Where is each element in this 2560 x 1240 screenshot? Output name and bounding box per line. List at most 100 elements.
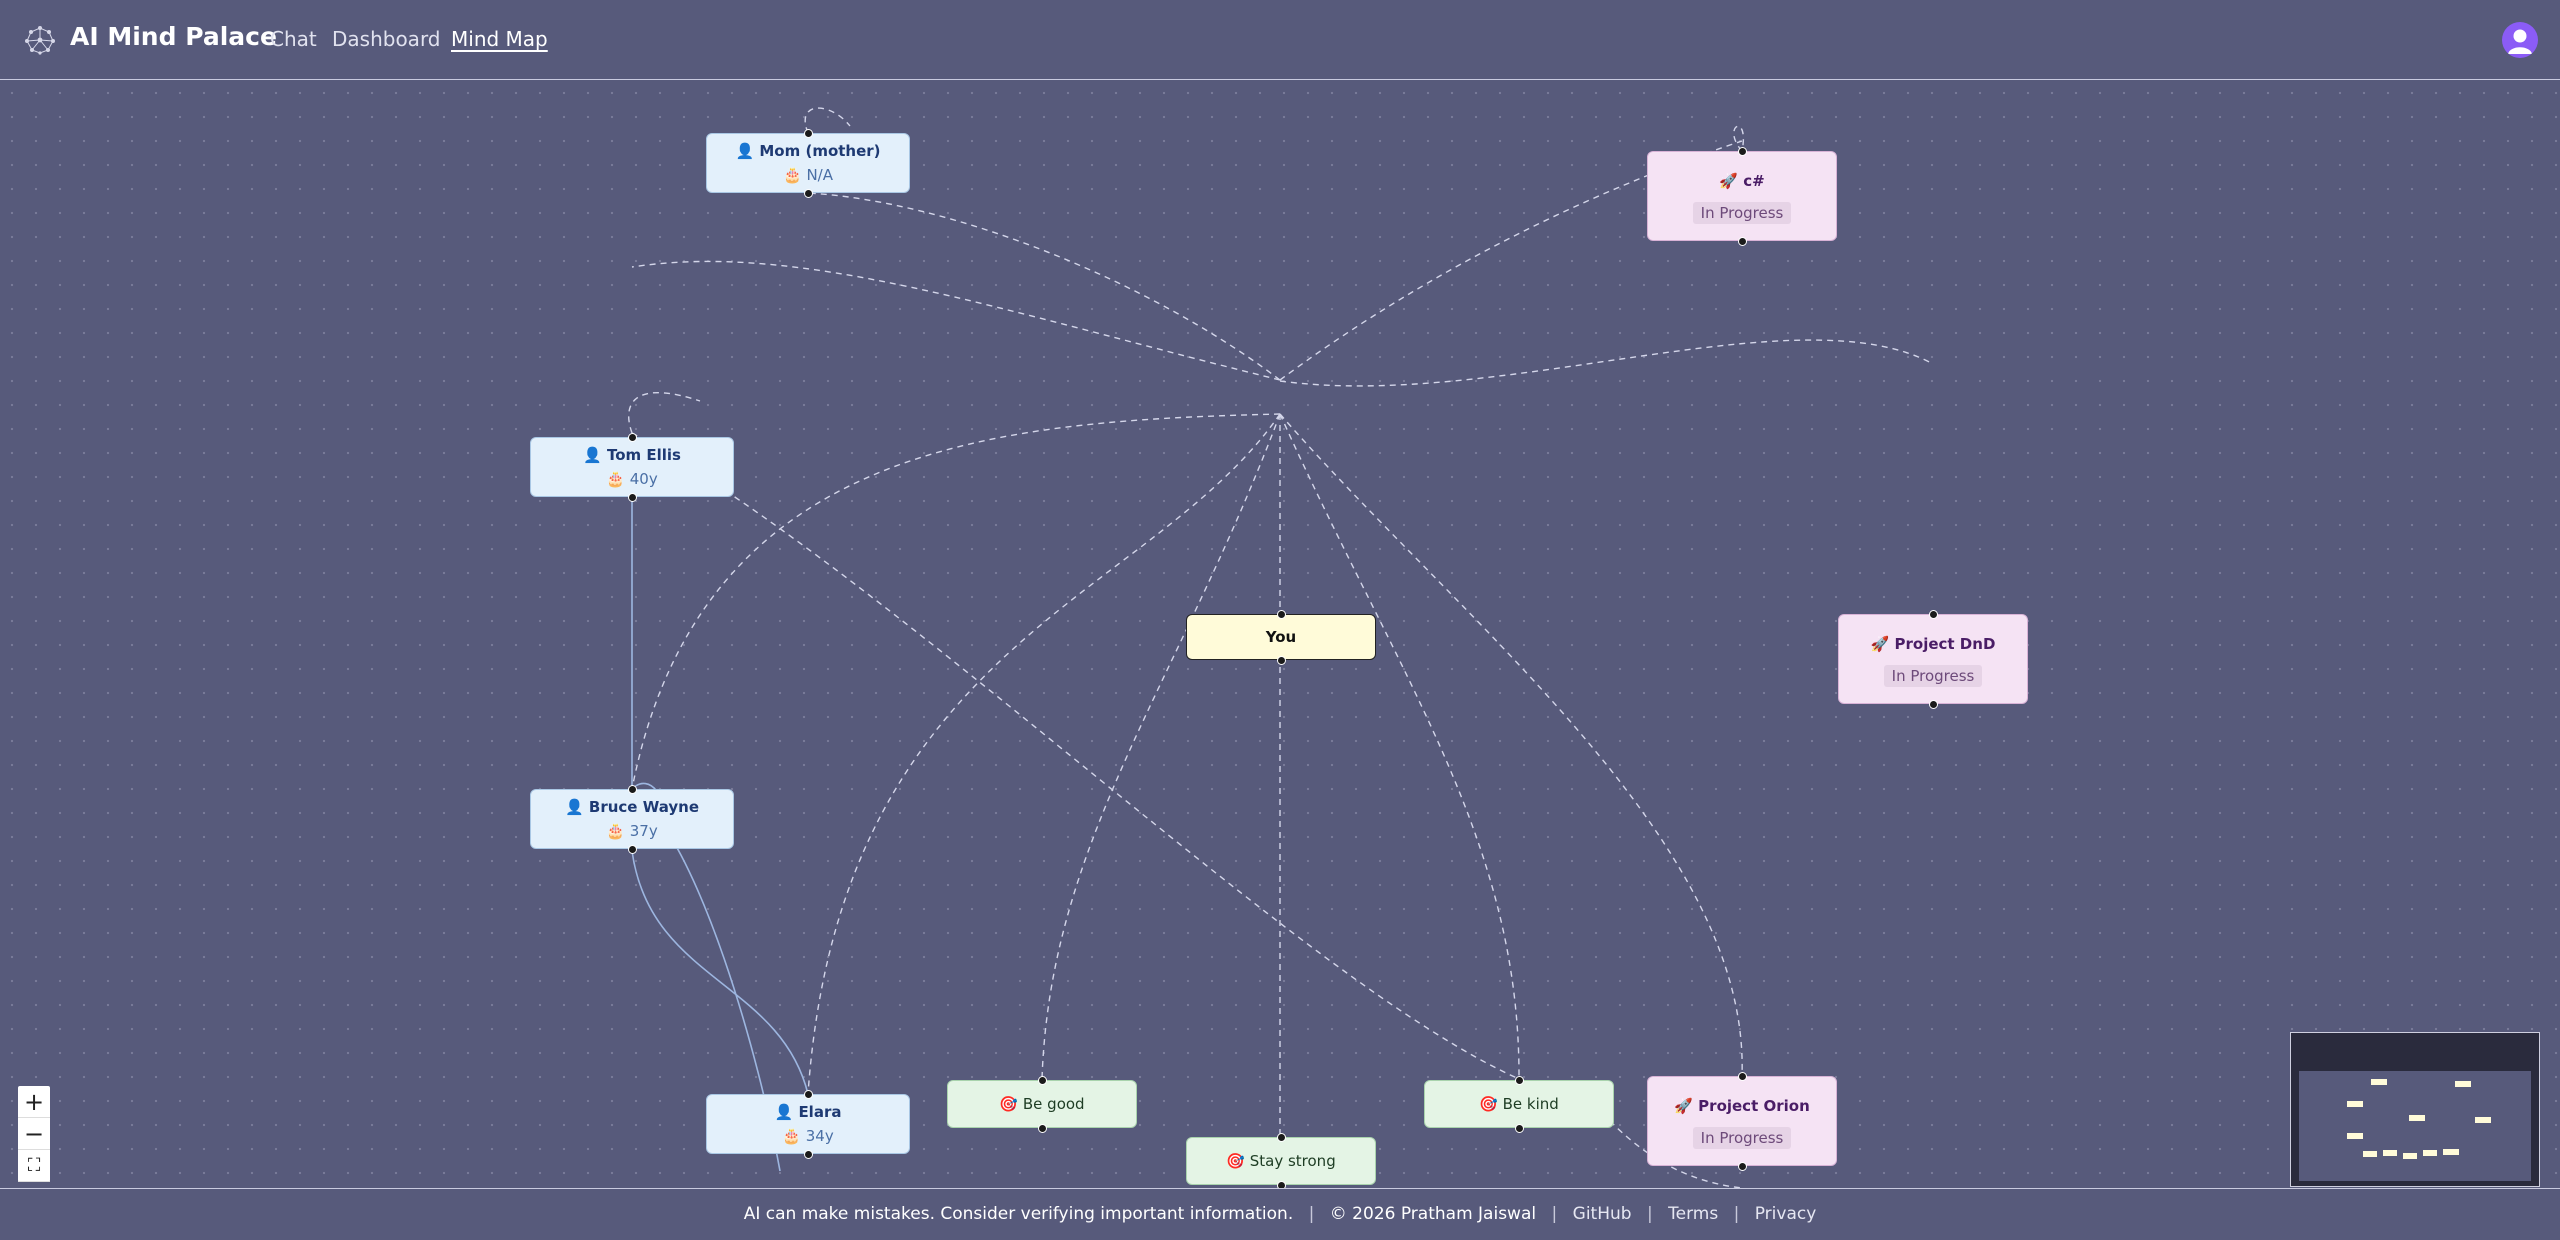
node-age: 34y [805,1127,834,1145]
node-handle[interactable] [1738,147,1747,156]
node-title: Be good [1022,1095,1085,1113]
zoom-in-button[interactable]: + [18,1086,50,1118]
footer-separator: | [1646,1204,1653,1224]
node-handle[interactable] [1738,1072,1747,1081]
node-handle[interactable] [1038,1124,1047,1133]
node-handle[interactable] [1929,700,1938,709]
minimap-node [2403,1153,2417,1159]
app-title[interactable]: AI Mind Palace [70,22,277,51]
node-title: Stay strong [1249,1152,1336,1170]
minimap-viewport [2299,1071,2531,1181]
node-title: Tom Ellis [606,446,681,464]
node-age: 40y [629,470,658,488]
node-handle[interactable] [804,129,813,138]
rocket-icon: 🚀 [1870,635,1890,653]
node-elara[interactable]: 👤 Elara 🎂 34y [706,1090,910,1159]
node-goal-be-kind[interactable]: 🎯 Be kind [1424,1076,1614,1133]
node-title: You [1265,628,1297,646]
node-title: Project Orion [1698,1097,1810,1115]
footer-separator: | [1733,1204,1740,1224]
status-badge: In Progress [1883,665,1983,687]
minimap-node [2475,1117,2491,1123]
node-project-orion[interactable]: 🚀 Project Orion In Progress [1647,1072,1837,1171]
node-handle[interactable] [1038,1076,1047,1085]
node-handle[interactable] [1515,1124,1524,1133]
minimap-node [2455,1081,2471,1087]
mind-map-canvas[interactable]: 👤 Mom (mother) 🎂 N/A 👤 Tom Ellis 🎂 40y 👤… [0,81,2560,1188]
minimap-node [2409,1115,2425,1121]
node-handle[interactable] [804,1090,813,1099]
person-icon: 👤 [564,798,584,816]
footer: AI can make mistakes. Consider verifying… [0,1188,2560,1240]
node-csharp[interactable]: 🚀 c# In Progress [1647,147,1837,246]
node-handle[interactable] [804,1150,813,1159]
node-handle[interactable] [1738,237,1747,246]
footer-separator: | [1551,1204,1558,1224]
person-icon: 👤 [735,142,755,160]
node-title: Mom (mother) [759,142,881,160]
footer-separator: | [1308,1204,1315,1224]
copyright: © 2026 Pratham Jaiswal [1329,1204,1537,1224]
edge-csharp-loop [1733,125,1745,152]
edge-you-orion [1279,413,1743,1077]
node-handle[interactable] [804,189,813,198]
user-icon [2508,29,2532,54]
github-link[interactable]: GitHub [1572,1204,1632,1224]
node-handle[interactable] [628,785,637,794]
terms-link[interactable]: Terms [1668,1204,1719,1224]
node-project-dnd[interactable]: 🚀 Project DnD In Progress [1838,610,2028,709]
edge-you-tom [631,260,1281,381]
edge-you-elara [807,413,1281,1095]
node-bruce-wayne[interactable]: 👤 Bruce Wayne 🎂 37y [530,785,734,854]
node-handle[interactable] [628,493,637,502]
zoom-controls: + − ⛶ [18,1086,50,1182]
minimap[interactable] [2290,1032,2540,1187]
edge-mom-loop [804,107,851,134]
node-handle[interactable] [628,433,637,442]
node-handle[interactable] [1929,610,1938,619]
node-title: Elara [798,1103,842,1121]
fit-view-button[interactable]: ⛶ [18,1150,50,1182]
cake-icon: 🎂 [606,822,625,840]
privacy-link[interactable]: Privacy [1754,1204,1817,1224]
nav-dashboard[interactable]: Dashboard [332,27,441,51]
edge-you-dnd [1279,339,1934,387]
node-handle[interactable] [1515,1076,1524,1085]
target-icon: 🎯 [1226,1152,1245,1170]
node-tom-ellis[interactable]: 👤 Tom Ellis 🎂 40y [530,433,734,502]
zoom-out-button[interactable]: − [18,1118,50,1150]
node-goal-stay-strong[interactable]: 🎯 Stay strong [1186,1133,1376,1188]
user-avatar[interactable] [2502,22,2538,58]
nav-mind-map[interactable]: Mind Map [451,27,548,51]
rocket-icon: 🚀 [1719,172,1738,190]
status-badge: In Progress [1692,202,1792,224]
node-title: Project DnD [1894,635,1996,653]
node-handle[interactable] [1277,1181,1286,1188]
cake-icon: 🎂 [606,470,625,488]
node-handle[interactable] [628,845,637,854]
minimap-node [2383,1150,2397,1156]
node-mom[interactable]: 👤 Mom (mother) 🎂 N/A [706,129,910,198]
node-handle[interactable] [1277,1133,1286,1142]
cake-icon: 🎂 [782,1127,801,1145]
edge-you-begood [1041,413,1281,1080]
node-title: Be kind [1502,1095,1559,1113]
node-handle[interactable] [1738,1162,1747,1171]
minimap-node [2443,1149,2459,1155]
node-age: 37y [629,822,658,840]
minimap-node [2347,1133,2363,1139]
node-handle[interactable] [1277,656,1286,665]
node-goal-be-good[interactable]: 🎯 Be good [947,1076,1137,1133]
node-age: N/A [806,166,833,184]
edge-you-bruce [631,413,1281,790]
minimap-node [2423,1150,2437,1156]
node-title: Bruce Wayne [588,798,700,816]
node-title: c# [1743,172,1765,190]
person-icon: 👤 [583,446,602,464]
rocket-icon: 🚀 [1674,1097,1693,1115]
edge-tom-loop [628,392,701,434]
nav-chat[interactable]: Chat [270,27,317,51]
node-handle[interactable] [1277,610,1286,619]
node-you[interactable]: You [1186,610,1376,665]
minimap-node [2347,1101,2363,1107]
